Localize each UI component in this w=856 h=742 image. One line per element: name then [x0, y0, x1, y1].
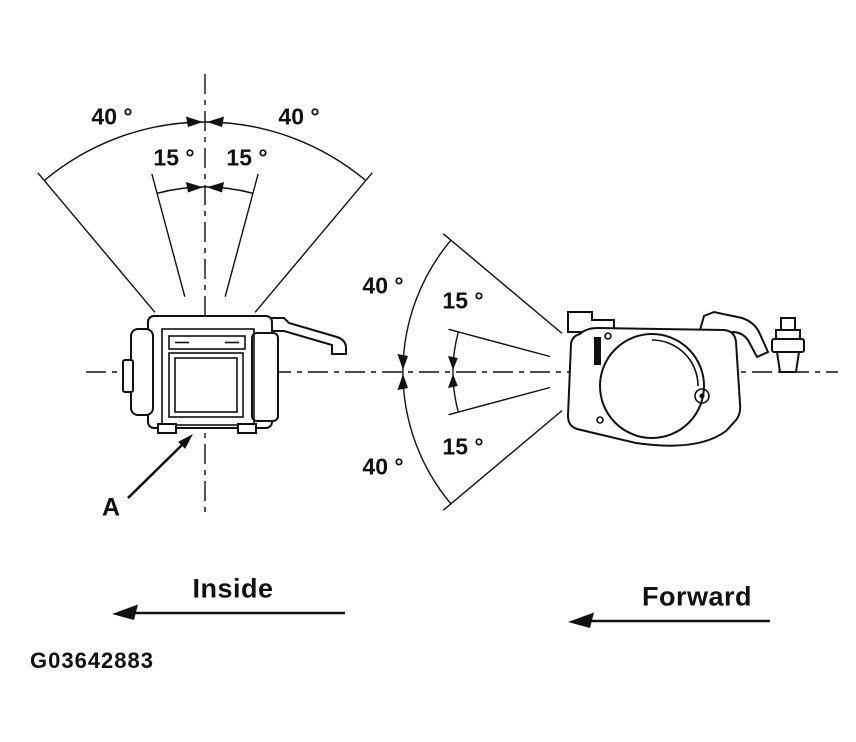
angle-label-side-outer-upper: 40 °: [362, 272, 404, 299]
anchor-bolt: [771, 317, 805, 373]
front-view-angle-fan: [37, 116, 373, 313]
angle-label-front-inner-right: 15 °: [226, 144, 268, 171]
spool-circle: [599, 333, 705, 439]
side-15deg-arc: [452, 331, 459, 413]
forward-direction-arrow: [568, 612, 770, 628]
front-15deg-arc: [156, 186, 254, 194]
callout-a-label: A: [101, 493, 121, 522]
label-a-arrow: [127, 434, 193, 499]
inside-label: Inside: [192, 573, 274, 604]
front-40deg-arc: [43, 121, 367, 182]
angle-label-front-outer-right: 40 °: [278, 103, 320, 130]
side-40deg-arc: [402, 239, 452, 505]
retractor-front-view: [122, 315, 347, 434]
angle-label-side-inner-upper: 15 °: [442, 287, 484, 314]
angle-label-front-outer-left: 40 °: [91, 103, 133, 130]
forward-label: Forward: [641, 581, 753, 612]
mounting-bracket-front: [251, 317, 347, 355]
angle-label-side-inner-lower: 15 °: [442, 433, 484, 460]
retractor-side-view: [566, 310, 805, 447]
angle-label-side-outer-lower: 40 °: [362, 453, 404, 480]
inside-direction-arrow: [112, 604, 345, 620]
side-view-angle-fan: [397, 233, 563, 511]
webbing-slot: [594, 337, 601, 365]
mounting-bracket-side: [698, 310, 770, 359]
figure-id: G03642883: [30, 648, 154, 673]
angle-label-front-inner-left: 15 °: [153, 144, 195, 171]
